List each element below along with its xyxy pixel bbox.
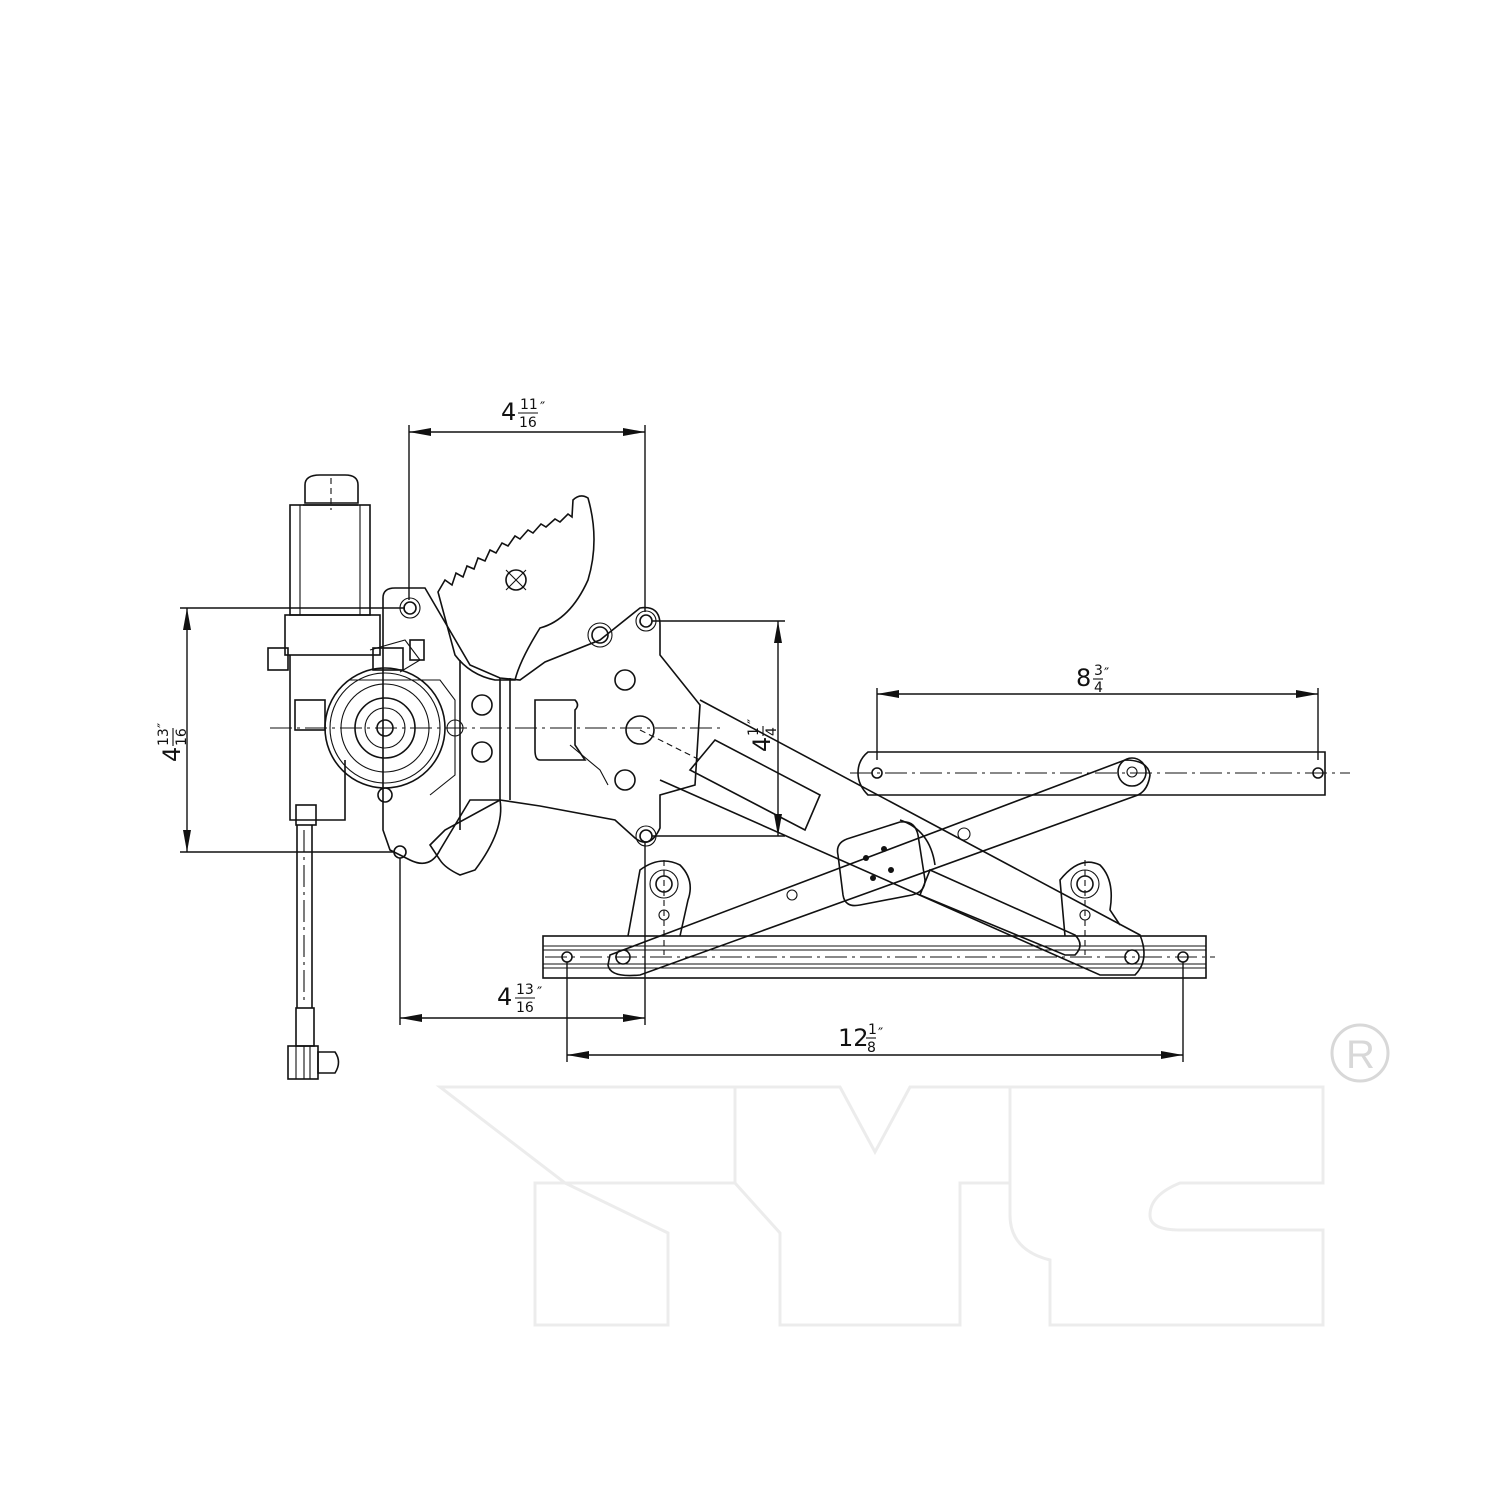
svg-text:16: 16: [174, 728, 190, 746]
svg-text:4: 4: [158, 747, 186, 762]
scissor-arms: [607, 699, 1151, 977]
svg-text:4: 4: [748, 737, 776, 752]
svg-text:8: 8: [867, 1040, 876, 1056]
svg-text:12: 12: [838, 1024, 869, 1052]
dimension-right-height: 4 1 4 ″: [652, 620, 785, 837]
svg-text:4: 4: [764, 727, 780, 736]
logo-letter-y: [733, 1085, 1012, 1327]
svg-text:13: 13: [156, 728, 172, 746]
dimension-upper-rail: 8 3 4 ″: [876, 663, 1319, 760]
registered-mark-letter: R: [1346, 1033, 1375, 1077]
svg-text:4: 4: [501, 398, 516, 426]
svg-text:″: ″: [156, 723, 172, 728]
svg-text:″: ″: [878, 1026, 883, 1042]
svg-text:4: 4: [497, 983, 512, 1011]
tyc-logo: R: [435, 1023, 1390, 1327]
dimension-top-span: 4 11 16 ″: [408, 397, 646, 612]
svg-text:4: 4: [1094, 680, 1103, 696]
svg-text:″: ″: [540, 400, 545, 416]
logo-letter-c: [1008, 1085, 1325, 1327]
svg-text:1: 1: [746, 727, 762, 736]
svg-text:″: ″: [1104, 666, 1109, 682]
svg-text:″: ″: [537, 985, 542, 1001]
svg-text:13: 13: [516, 982, 534, 998]
upper-rail: [850, 751, 1350, 796]
dimension-lower-rail: 12 1 8 ″: [566, 962, 1184, 1062]
registered-mark-circle: [1330, 1023, 1390, 1083]
motor-assembly: [267, 474, 464, 1080]
logo-letter-t: [435, 1085, 737, 1327]
svg-text:16: 16: [519, 415, 537, 431]
svg-text:11: 11: [520, 397, 538, 413]
svg-text:″: ″: [746, 719, 762, 724]
svg-text:8: 8: [1076, 664, 1091, 692]
base-plate: [270, 587, 720, 876]
svg-text:1: 1: [868, 1022, 877, 1038]
dimension-left-height: 4 13 16 ″: [156, 607, 405, 853]
dimension-lower-offset: 4 13 16 ″: [399, 842, 646, 1025]
svg-text:3: 3: [1094, 663, 1103, 679]
svg-text:16: 16: [516, 1000, 534, 1016]
lower-rail: [542, 860, 1215, 979]
